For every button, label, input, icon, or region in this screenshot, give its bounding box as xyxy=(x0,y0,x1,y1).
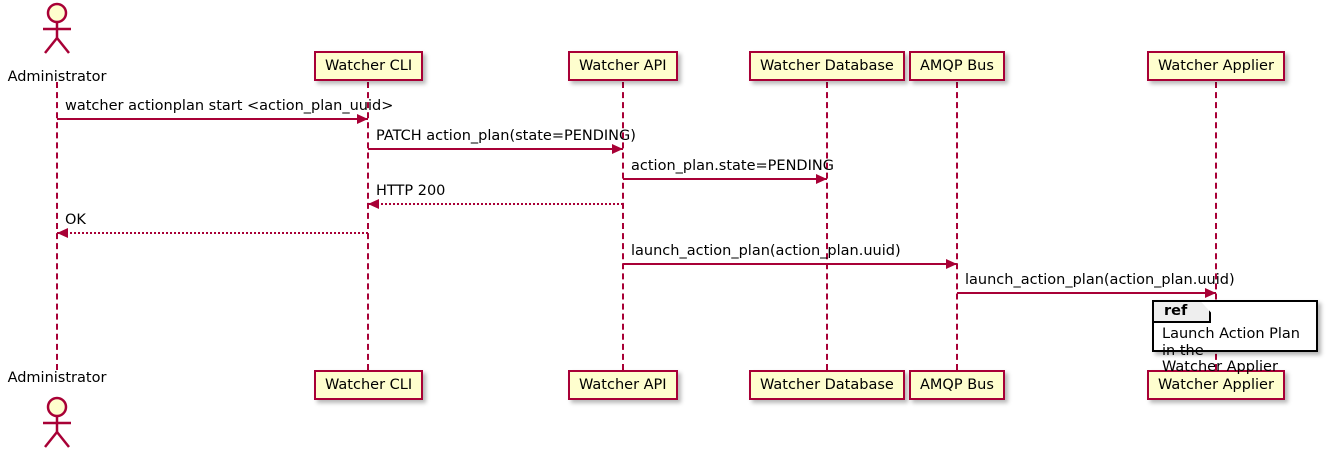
message-arrowhead-2 xyxy=(816,174,827,184)
message-label-6: launch_action_plan(action_plan.uuid) xyxy=(965,272,1235,288)
ref-fragment-text: Launch Action Plan in the Watcher Applie… xyxy=(1162,326,1311,376)
participant-box-amqp_bus-top[interactable]: AMQP Bus xyxy=(909,51,1005,81)
lifeline-watcher_db xyxy=(826,82,828,370)
message-label-3: HTTP 200 xyxy=(376,183,446,199)
message-line-3 xyxy=(368,203,623,205)
actor-stick-figure-icon xyxy=(43,2,71,54)
message-arrowhead-0 xyxy=(357,114,368,124)
message-arrowhead-3 xyxy=(368,199,379,209)
message-label-1: PATCH action_plan(state=PENDING) xyxy=(376,128,636,144)
participant-box-watcher_db-top[interactable]: Watcher Database xyxy=(749,51,905,81)
message-arrowhead-1 xyxy=(612,144,623,154)
participant-box-amqp_bus-bottom[interactable]: AMQP Bus xyxy=(909,370,1005,400)
lifeline-administrator xyxy=(56,82,58,370)
message-line-1 xyxy=(368,148,623,150)
message-arrowhead-6 xyxy=(1205,288,1216,298)
message-arrowhead-4 xyxy=(57,228,68,238)
message-line-6 xyxy=(957,292,1216,294)
actor-label-administrator-bottom: Administrator xyxy=(7,370,107,386)
actor-administrator-top xyxy=(34,2,80,54)
message-line-2 xyxy=(623,178,827,180)
message-line-0 xyxy=(57,118,368,120)
participant-box-watcher_cli-top[interactable]: Watcher CLI xyxy=(314,51,424,81)
actor-administrator-bottom xyxy=(34,396,80,448)
participant-box-watcher_applier-top[interactable]: Watcher Applier xyxy=(1147,51,1285,81)
message-label-2: action_plan.state=PENDING xyxy=(631,158,834,174)
message-label-5: launch_action_plan(action_plan.uuid) xyxy=(631,243,901,259)
participant-box-watcher_db-bottom[interactable]: Watcher Database xyxy=(749,370,905,400)
message-label-4: OK xyxy=(65,212,86,228)
ref-fragment-line-1: Launch Action Plan in the xyxy=(1162,326,1300,359)
ref-fragment-box: ref Launch Action Plan in the Watcher Ap… xyxy=(1152,300,1318,375)
actor-label-administrator-top: Administrator xyxy=(7,69,107,85)
participant-box-watcher_api-bottom[interactable]: Watcher API xyxy=(568,370,678,400)
lifeline-watcher_applier xyxy=(1215,82,1217,370)
message-label-0: watcher actionplan start <action_plan_uu… xyxy=(65,98,394,114)
ref-fragment-line-2: Watcher Applier xyxy=(1162,359,1278,375)
participant-box-watcher_api-top[interactable]: Watcher API xyxy=(568,51,678,81)
message-line-5 xyxy=(623,263,957,265)
message-line-4 xyxy=(57,232,368,234)
ref-fragment-tab-label: ref xyxy=(1154,302,1211,323)
participant-box-watcher_applier-bottom[interactable]: Watcher Applier xyxy=(1147,370,1285,400)
participant-box-watcher_cli-bottom[interactable]: Watcher CLI xyxy=(314,370,424,400)
lifeline-watcher_cli xyxy=(367,82,369,370)
lifeline-watcher_api xyxy=(622,82,624,370)
lifeline-amqp_bus xyxy=(956,82,958,370)
message-arrowhead-5 xyxy=(946,259,957,269)
actor-stick-figure-icon xyxy=(43,396,71,448)
